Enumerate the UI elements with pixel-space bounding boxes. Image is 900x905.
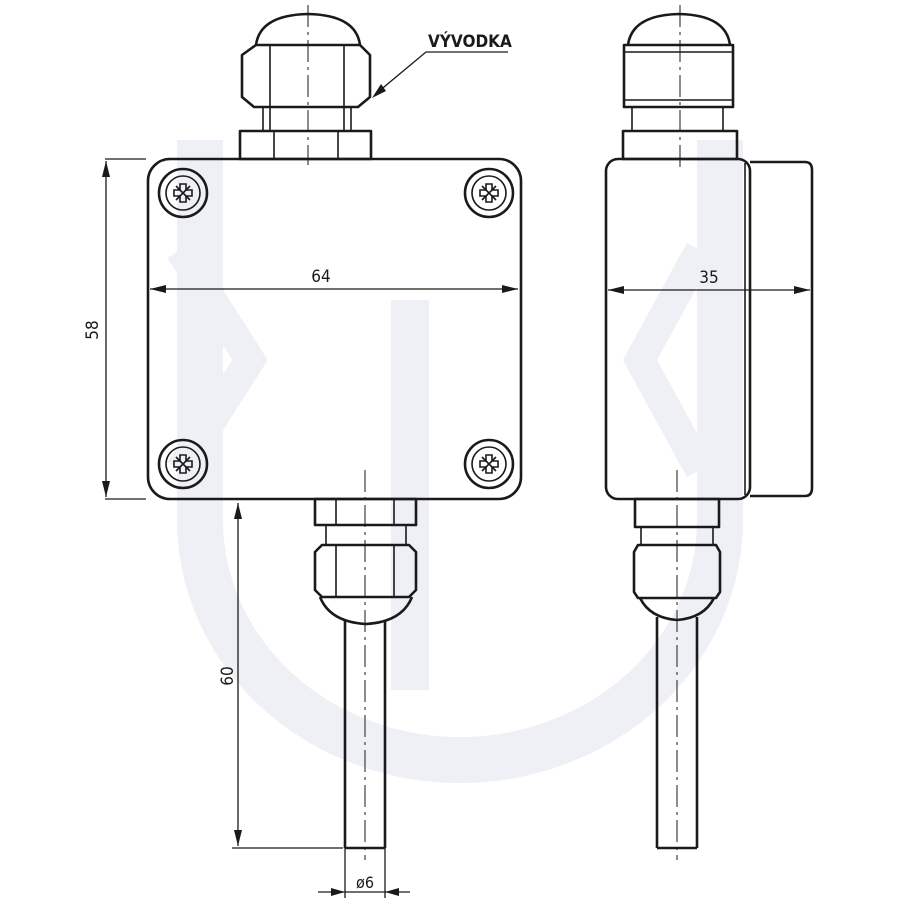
width-label: 64 bbox=[311, 267, 330, 287]
probe-diameter-label: ø6 bbox=[356, 873, 374, 892]
height-label: 58 bbox=[83, 320, 103, 339]
top-cable-gland bbox=[238, 12, 373, 161]
screw-bottom-left bbox=[157, 438, 209, 490]
side-lid bbox=[750, 160, 814, 498]
side-view: 35 bbox=[604, 5, 814, 860]
screw-top-left bbox=[157, 167, 209, 219]
depth-dimension: 35 bbox=[608, 268, 810, 294]
width-dimension: 64 bbox=[150, 267, 518, 293]
watermark-logo bbox=[167, 140, 743, 783]
side-bottom-gland-and-probe bbox=[632, 497, 722, 850]
screw-top-right bbox=[463, 167, 515, 219]
cable-gland-label: VÝVODKA bbox=[428, 30, 512, 52]
probe-length-label: 60 bbox=[218, 666, 238, 685]
probe-length-dimension: 60 bbox=[218, 503, 343, 849]
cable-gland-leader: VÝVODKA bbox=[372, 30, 512, 98]
height-dimension: 58 bbox=[83, 158, 146, 500]
screw-bottom-right bbox=[463, 438, 515, 490]
probe-diameter-dimension: ø6 bbox=[318, 848, 410, 898]
front-view: VÝVODKA 64 bbox=[83, 5, 523, 898]
depth-label: 35 bbox=[699, 268, 718, 288]
